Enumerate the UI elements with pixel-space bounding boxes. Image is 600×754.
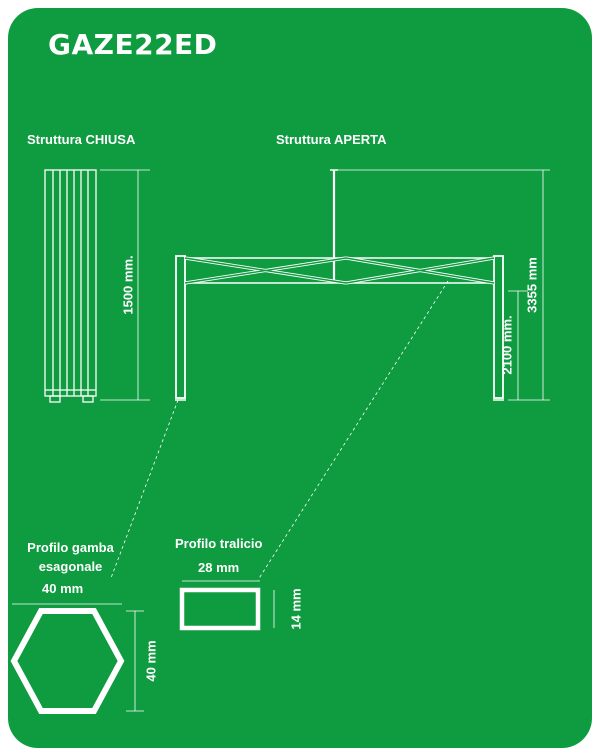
truss-width-label: 28 mm: [198, 560, 240, 575]
leader-lines: [110, 280, 449, 581]
hexagon-width-label: 40 mm: [42, 581, 84, 596]
leg-profile-label-line1: Profilo gamba: [27, 540, 114, 555]
closed-height-dimension: [100, 169, 150, 401]
closed-structure: [44, 169, 97, 403]
truss-dimensions: [182, 580, 275, 628]
closed-structure-label: Struttura CHIUSA: [27, 132, 136, 147]
right-leg: [493, 255, 504, 399]
leg-profile-label-line2: esagonale: [38, 559, 103, 574]
open-structure-label: Struttura APERTA: [276, 132, 387, 147]
diagram-card: GAZE22ED Struttura CHIUSA Struttura APER…: [8, 8, 592, 748]
closed-height-label: 1500 mm.: [120, 255, 136, 315]
truss-profile-label: Profilo tralicio: [175, 536, 263, 551]
open-total-height-label: 3355 mm: [524, 257, 540, 313]
hexagon-dimensions: [12, 603, 144, 712]
page-title: GAZE22ED: [48, 28, 218, 61]
closed-frame-outline: [44, 169, 97, 397]
gazebo-diagram: [8, 8, 592, 748]
leg-profile-label: Profilo gamba esagonale: [8, 538, 133, 576]
hexagon-profile: [10, 608, 125, 714]
truss-profile-rect: [179, 587, 261, 631]
closed-foot-left: [49, 395, 61, 403]
open-structure: [175, 169, 504, 401]
left-leg: [175, 255, 186, 399]
open-height-dimensions: [338, 169, 550, 401]
hexagon-height-label: 40 mm: [143, 640, 159, 682]
hexagon-icon: [10, 608, 125, 714]
closed-foot-right: [82, 395, 94, 403]
open-leg-height-label: 2100 mm.: [499, 315, 515, 375]
truss-height-label: 14 mm: [288, 588, 304, 630]
